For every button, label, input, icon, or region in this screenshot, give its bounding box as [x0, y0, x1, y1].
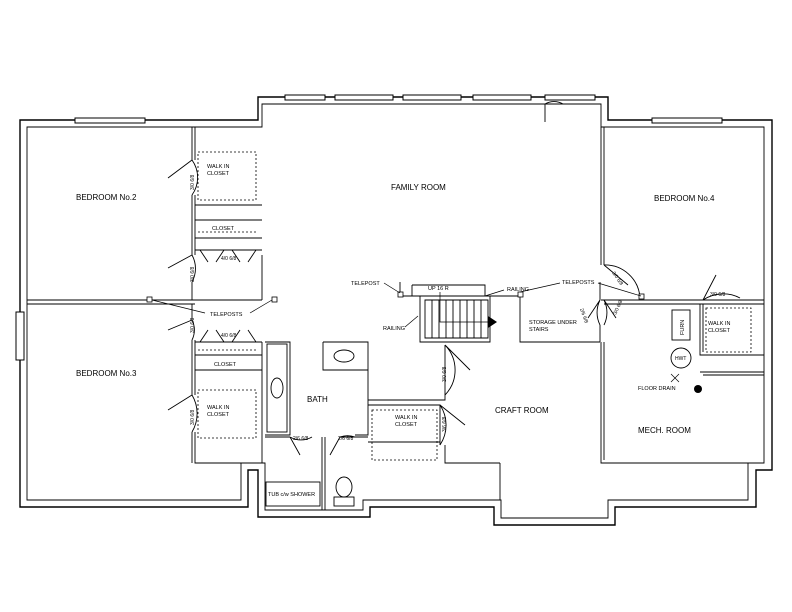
stair-label: UP 16 R [428, 286, 449, 292]
stair-arrow [488, 316, 497, 328]
floor-drain-label: FLOOR DRAIN [638, 386, 676, 392]
door-swing [167, 254, 196, 283]
closet-label: CLOSET [214, 362, 237, 368]
walk-in-label: CLOSET [207, 412, 230, 418]
closet-outlines [197, 151, 752, 461]
drain-icon [694, 385, 702, 393]
walk-in-label: WALK IN [395, 415, 417, 421]
window-bedroom4 [651, 117, 723, 124]
door-labels: 3/0 6/8 3/0 6/8 3/0 6/8 3/0 6/8 4/0 6/8 … [190, 174, 726, 442]
door-swing [199, 329, 257, 343]
door-swing [289, 436, 313, 456]
windows [15, 94, 723, 361]
stairs [411, 284, 497, 339]
telepost-label: TELEPOST [351, 281, 380, 287]
mech-fixtures [670, 309, 702, 393]
doors [167, 159, 741, 456]
teleposts [146, 282, 645, 328]
walk-in-outline [197, 389, 257, 439]
room-labels: BEDROOM No.2 BEDROOM No.3 BEDROOM No.4 F… [76, 183, 715, 435]
window-top [284, 94, 326, 101]
door-size-label: 3/0 6/8 [612, 299, 624, 316]
toilet-tank-icon [333, 496, 355, 507]
window-swing [544, 101, 564, 122]
telepost [271, 296, 278, 303]
telepost [397, 291, 404, 298]
room-label-family: FAMILY ROOM [391, 183, 446, 192]
railing-label: RAILING [507, 287, 529, 293]
walk-in-label: WALK IN [207, 164, 229, 170]
window-top [472, 94, 532, 101]
door-swing [439, 404, 466, 446]
door-size-label: 3/0 6/8 [190, 266, 196, 282]
window-top [334, 94, 394, 101]
bath-fixtures [265, 343, 355, 507]
tub-icon [265, 481, 321, 507]
door-swing [702, 274, 741, 301]
teleposts-label: TELEPOSTS [562, 280, 595, 286]
door-size-label: 4/0 6/8 [221, 333, 237, 339]
storage-label: STAIRS [529, 327, 549, 333]
door-size-label: 3/0 6/8 [442, 366, 448, 382]
door-size-label: 3/6 6/8 [442, 416, 448, 432]
door-size-label: 2/6 6/8 [293, 436, 309, 442]
telepost [638, 293, 645, 300]
door-size-label: 3/0 6/8 [190, 317, 196, 333]
walk-in-label: CLOSET [207, 171, 230, 177]
window-top [402, 94, 462, 101]
door-size-label: 2/6 6/8 [338, 436, 354, 442]
door-swing [603, 299, 617, 326]
door-swing [167, 319, 195, 341]
window-bedroom2 [74, 117, 146, 124]
walk-in-outline [705, 307, 752, 353]
room-label-bedroom2: BEDROOM No.2 [76, 193, 137, 202]
door-size-label: 3/0 6/8 [610, 271, 624, 287]
door-swing [329, 435, 356, 456]
toilet-icon [335, 476, 353, 498]
door-size-label: 3/0 6/8 [190, 174, 196, 190]
railing-label: RAILING [383, 326, 405, 332]
hwt-icon [670, 347, 692, 369]
room-label-craft: CRAFT ROOM [495, 406, 549, 415]
walk-in-label: CLOSET [395, 422, 418, 428]
storage-label: STORAGE UNDER [529, 320, 577, 326]
room-label-bath: BATH [307, 395, 328, 404]
walk-in-label: CLOSET [708, 328, 731, 334]
door-size-label: 4/0 6/8 [221, 256, 237, 262]
closet-label: CLOSET [212, 226, 235, 232]
door-swing [167, 159, 199, 196]
door-size-label: 3/0 6/8 [190, 409, 196, 425]
walk-in-label: WALK IN [207, 405, 229, 411]
window-side [15, 311, 25, 361]
window-top [544, 94, 596, 101]
door-swing [444, 344, 471, 396]
door-swing [587, 299, 601, 326]
sink-icon [333, 349, 355, 363]
room-label-bedroom3: BEDROOM No.3 [76, 369, 137, 378]
walk-in-label: WALK IN [708, 321, 730, 327]
door-size-label: 2/6 6/8 [578, 308, 589, 325]
floor-drain-icon [670, 373, 680, 383]
telepost [146, 296, 153, 303]
room-label-bedroom4: BEDROOM No.4 [654, 194, 715, 203]
door-size-label: 3/0 6/8 [710, 292, 726, 298]
teleposts-label: TELEPOSTS [210, 312, 243, 318]
annotations: TELEPOSTS TELEPOSTS TELEPOST RAILING RAI… [210, 280, 686, 498]
furnace-icon [671, 309, 691, 341]
door-swing [603, 264, 641, 299]
sink-icon [270, 377, 284, 399]
door-swing [167, 394, 198, 433]
door-swing [199, 249, 257, 263]
tub-label: TUB c/w SHOWER [268, 492, 315, 498]
walk-in-outline [371, 409, 438, 461]
furnace-label: FURN [680, 320, 686, 335]
closet-labels: WALK IN CLOSET CLOSET CLOSET WALK IN CLO… [207, 164, 731, 428]
room-label-mech: MECH. ROOM [638, 426, 691, 435]
exterior-walls [19, 96, 773, 526]
hwt-label: HWT [675, 356, 686, 362]
interior-walls [27, 127, 764, 510]
